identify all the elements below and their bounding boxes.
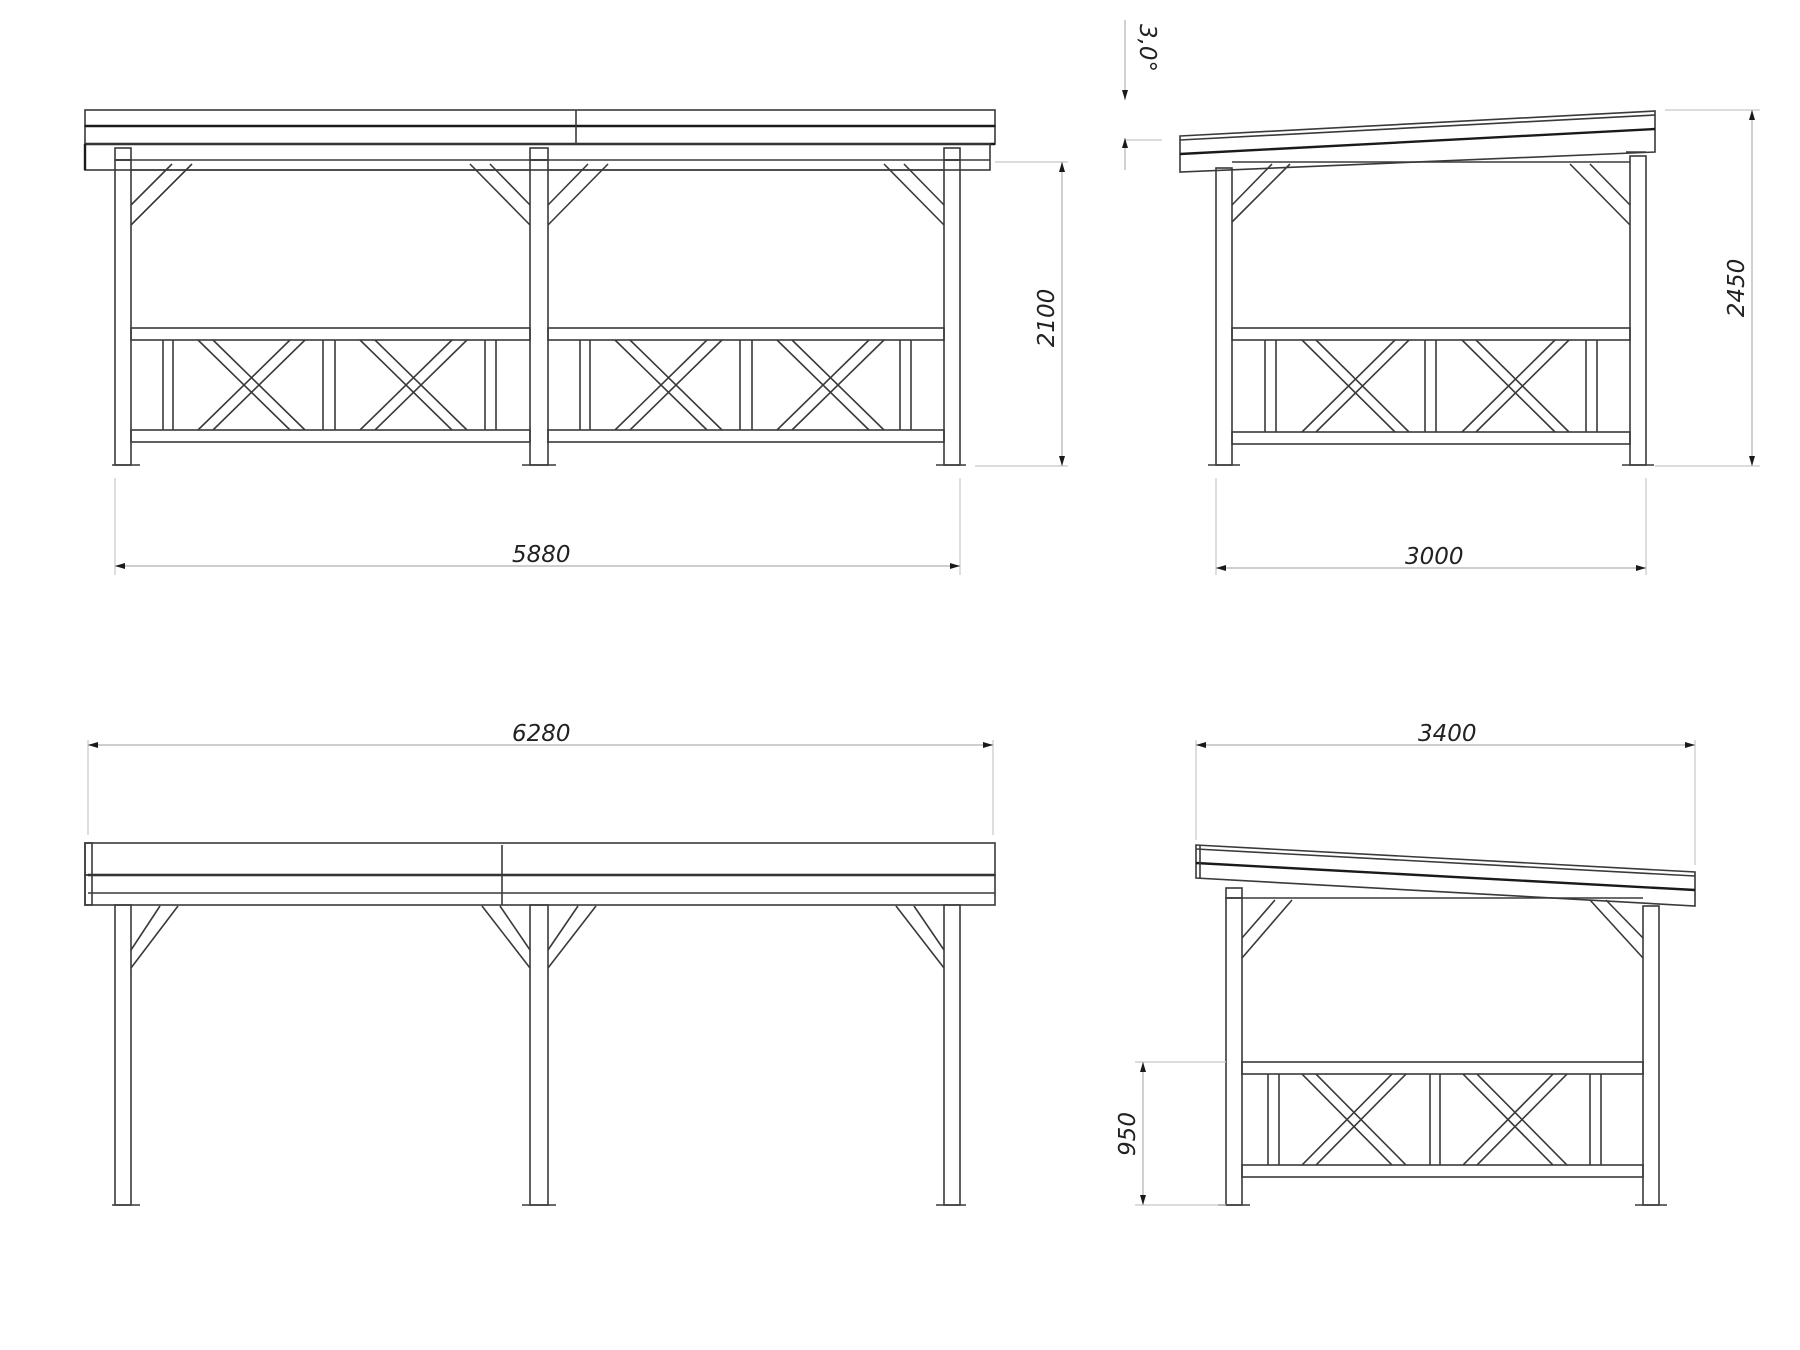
roof-slope-dimension: 3,0° xyxy=(1134,24,1160,72)
railing-height-dimension: 950 xyxy=(1115,1112,1141,1156)
side-height-dimension: 2450 xyxy=(1724,259,1750,318)
rear-elevation-view: 6280 xyxy=(84,721,996,1206)
railing-panels-side xyxy=(1264,339,1598,433)
side-width-dimension: 3000 xyxy=(1405,544,1464,570)
side-elevation-view: 3,0° 3000 2450 xyxy=(1122,20,1760,575)
front-width-dimension: 5880 xyxy=(512,542,571,568)
side-overhang-view: 3400 950 xyxy=(1115,721,1696,1206)
railing-panels-side-overhang xyxy=(1267,1073,1602,1166)
railing-panels-front-left xyxy=(162,339,497,431)
rear-width-dimension: 6280 xyxy=(512,721,571,747)
front-height-dimension: 2100 xyxy=(1034,289,1060,348)
front-elevation-view: 5880 2100 xyxy=(83,109,1068,575)
railing-panels-front-right xyxy=(579,339,912,431)
side-overhang-width-dimension: 3400 xyxy=(1418,721,1477,747)
